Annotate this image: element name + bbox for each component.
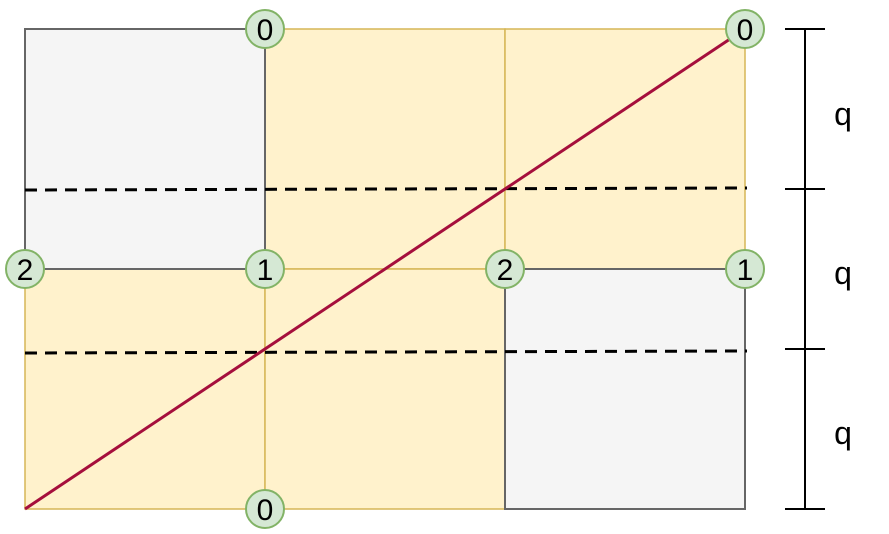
dimension-label: q [834,415,852,451]
vertex-node-circle [245,489,285,529]
vertex-node-circle [245,249,285,289]
vertex-node-label: 0 [257,494,274,527]
yellow-cell-bottom-left [24,268,266,510]
dimension-bracket: q q q [785,28,852,510]
vertex-node-label: 2 [17,254,34,287]
vertex-node-label: 0 [257,14,274,47]
dashed-line-lower [24,349,748,355]
gray-cell-top-left [24,28,266,270]
dashed-line-upper [24,186,748,192]
vertex-node-circle [485,249,525,289]
vertex-node-circle [245,9,285,49]
gray-cell-border [504,268,746,510]
gray-cell-bottom-right [504,268,746,510]
vertex-node: 2 [5,249,45,289]
vertex-node-label: 1 [257,254,274,287]
yellow-cell-top-middle [264,28,506,270]
vertex-node-label: 2 [497,254,514,287]
vertex-node: 0 [245,9,285,49]
vertex-node: 0 [245,489,285,529]
yellow-cell-top-right [504,28,746,270]
gray-cell-border [24,28,266,270]
vertex-node: 2 [485,249,525,289]
yellow-cell-bottom-middle [264,268,506,510]
vertex-node-label: 0 [737,14,754,47]
vertex-node: 0 [725,9,765,49]
vertex-node-label: 1 [737,254,754,287]
diagonal-line [24,27,746,511]
dimension-label: q [834,255,852,291]
vertex-node-circle [5,249,45,289]
vertex-node: 1 [725,249,765,289]
dimension-label: q [834,96,852,132]
vertex-node: 1 [245,249,285,289]
vertex-node-circle [725,249,765,289]
vertex-node-circle [725,9,765,49]
